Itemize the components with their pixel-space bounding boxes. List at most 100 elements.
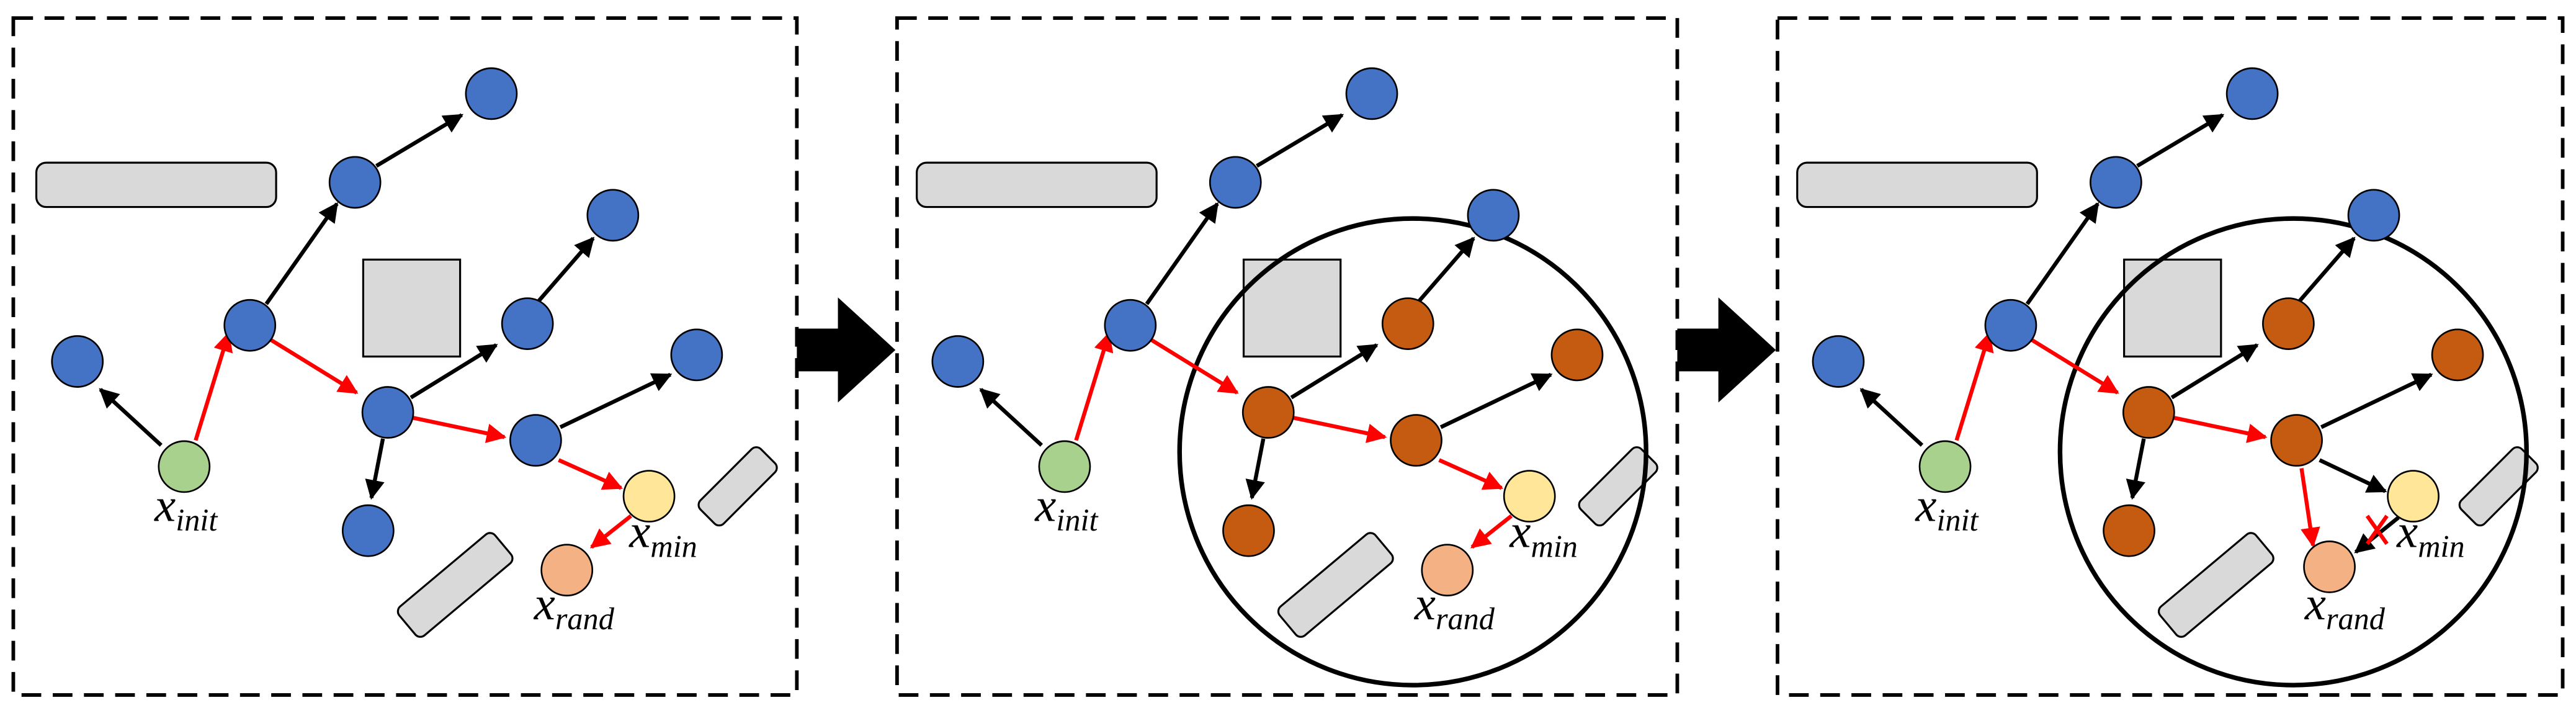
- path-edge: [1954, 331, 1994, 441]
- tree-edges: [979, 113, 1553, 549]
- tree-edges: [99, 113, 673, 549]
- tree-edge: [409, 343, 498, 400]
- path-edge: [1438, 458, 1504, 490]
- tree-edges: [1859, 113, 2433, 554]
- init-node: [1918, 440, 1972, 493]
- tree-edge: [375, 113, 463, 168]
- obstacle-bar: [1796, 161, 2038, 209]
- rewired-node: [2270, 414, 2323, 467]
- tree-edge: [264, 202, 339, 305]
- right-arrow-icon: [1677, 297, 1776, 403]
- tree-edge: [979, 388, 1044, 447]
- tree-node: [1209, 156, 1262, 209]
- obstacle-square: [362, 258, 462, 358]
- tree-node: [931, 335, 985, 388]
- tree-edge: [1418, 236, 1475, 302]
- tree-edge: [2126, 438, 2146, 500]
- tree-node: [341, 504, 395, 557]
- tree-node: [51, 335, 104, 388]
- rand-node: [540, 544, 594, 597]
- tree-node: [465, 67, 518, 120]
- tree-edge: [2136, 113, 2225, 168]
- tree-node: [1984, 298, 2037, 352]
- init-label: xinit: [1915, 478, 1979, 537]
- path-edge: [1074, 331, 1114, 441]
- path-edge: [1290, 415, 1387, 443]
- rewired-node: [2103, 504, 2155, 557]
- tree-node: [586, 189, 640, 242]
- panel-frame: [1776, 16, 2565, 697]
- rand-label: xrand: [534, 577, 615, 636]
- rewired-node: [2262, 297, 2315, 350]
- path-edge: [410, 415, 507, 443]
- tree-edge: [1859, 388, 1924, 447]
- min-node: [622, 470, 676, 523]
- tree-edge: [2025, 202, 2100, 305]
- right-arrow-icon: [797, 297, 896, 403]
- tree-node: [1812, 335, 1865, 388]
- path-edge: [270, 338, 359, 395]
- tree-node: [670, 328, 723, 382]
- tree-edge: [2354, 516, 2400, 554]
- rewired-node: [2122, 386, 2175, 439]
- init-label: xinit: [154, 478, 218, 537]
- obstacle-tilted-small: [697, 446, 778, 527]
- path-edge: [194, 331, 233, 441]
- panel-frame: [895, 16, 1679, 697]
- panel-2: xinit xmin xrand: [895, 16, 1679, 697]
- obstacle-tilted-large: [2157, 532, 2274, 638]
- tree-node: [2225, 67, 2279, 120]
- rewired-node: [1241, 386, 1295, 439]
- tree-node: [1345, 67, 1398, 120]
- obstacle-tilted-small: [1578, 446, 1658, 527]
- obstacles: [916, 161, 1658, 638]
- path-edge: [2299, 468, 2320, 548]
- rand-node: [2303, 541, 2356, 593]
- tree-edge: [1439, 372, 1553, 429]
- tree-node: [2090, 156, 2142, 209]
- tree-edge: [2170, 343, 2259, 400]
- path-edge: [1470, 514, 1513, 549]
- tree-edge: [1145, 202, 1219, 305]
- path-edge: [589, 514, 632, 549]
- tree-nodes: [1812, 67, 2484, 593]
- min-label: xmin: [2396, 505, 2465, 564]
- panel-3: xinit xmin xrand: [1776, 16, 2565, 697]
- rewired-node: [1222, 504, 1275, 557]
- tree-node: [1467, 189, 1520, 242]
- panel-frame: [11, 16, 799, 697]
- tree-nodes: [51, 67, 723, 597]
- min-label: xmin: [1509, 505, 1578, 564]
- tree-node: [501, 297, 554, 350]
- tree-edge: [2319, 458, 2387, 493]
- path-edge: [1150, 338, 1239, 395]
- tree-edge: [537, 236, 595, 302]
- tree-edge: [559, 372, 673, 429]
- rewired-node: [1390, 414, 1442, 467]
- tree-node: [328, 156, 382, 209]
- tree-edge: [1256, 113, 1344, 168]
- obstacle-tilted-small: [2458, 446, 2539, 527]
- min-node: [2387, 470, 2440, 523]
- rewired-node: [2431, 328, 2484, 382]
- obstacle-tilted-large: [396, 532, 514, 638]
- tree-edge: [1245, 438, 1266, 500]
- tree-node: [2347, 189, 2400, 242]
- obstacle-tilted-large: [1277, 532, 1394, 638]
- tree-node: [361, 386, 414, 439]
- obstacle-bar: [35, 161, 277, 209]
- path-edge: [2171, 415, 2268, 443]
- tree-node: [509, 414, 562, 467]
- init-node: [1038, 440, 1091, 493]
- rewired-node: [1381, 297, 1434, 350]
- cross-mark-icon: [2365, 514, 2389, 545]
- min-label: xmin: [628, 505, 697, 564]
- tree-nodes: [931, 67, 1604, 597]
- neighborhood-circle: [1177, 216, 1648, 688]
- tree-node: [1104, 298, 1157, 352]
- tree-edge: [2298, 236, 2356, 302]
- neighborhood-circle: [2057, 216, 2529, 688]
- tree-edge: [99, 388, 163, 447]
- path-edge: [558, 458, 623, 490]
